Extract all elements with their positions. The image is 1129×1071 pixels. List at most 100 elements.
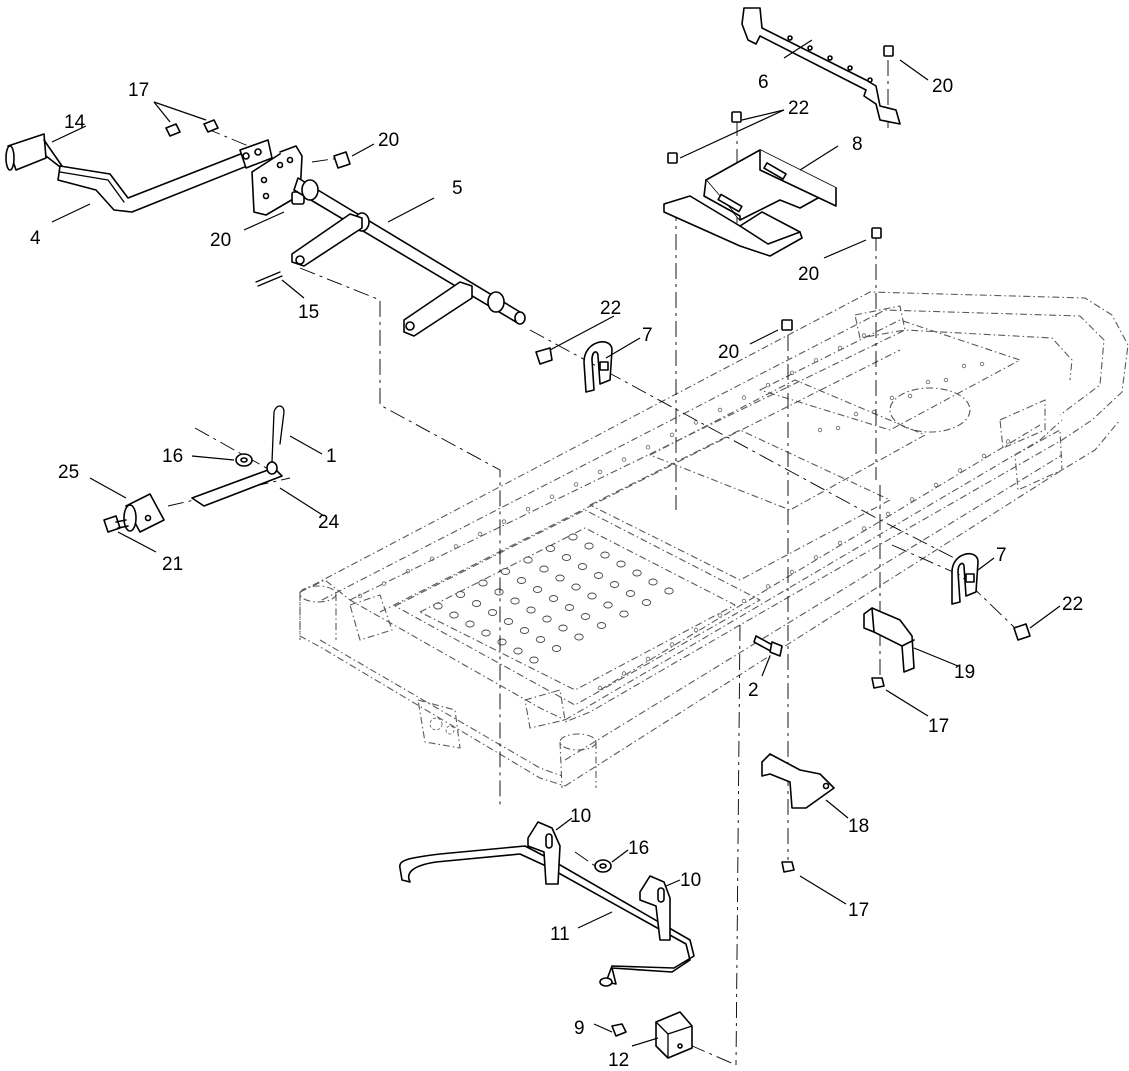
callout-15: 15 (298, 302, 319, 323)
frame-hole (837, 540, 843, 546)
callout-7-a: 7 (642, 325, 653, 346)
footrest-hole (542, 615, 552, 623)
frame-hole (765, 383, 771, 388)
frame-hole (741, 395, 747, 400)
frame-hole (925, 379, 931, 385)
callout-22-c: 22 (1062, 594, 1083, 615)
part-1-pin (271, 405, 285, 463)
footrest-hole (478, 579, 488, 587)
frame-hole (429, 556, 435, 561)
callout-25: 25 (58, 462, 79, 483)
nut-9 (611, 1023, 627, 1037)
frame-hole (693, 627, 699, 633)
callout-10-b: 10 (680, 870, 701, 891)
frame-hole (957, 468, 963, 473)
alignment-lines (167, 60, 1016, 1066)
callout-17-b: 17 (928, 716, 949, 737)
footrest-hole (587, 592, 597, 600)
frame-hole (979, 361, 985, 367)
frame-hole (669, 642, 675, 647)
footrest-hole (551, 645, 562, 652)
nut-17-b (203, 119, 219, 133)
footrest-hole (664, 587, 674, 595)
part-7-right (951, 552, 979, 605)
footrest-hole (433, 602, 443, 610)
frame-hole (477, 531, 483, 537)
footrest-hole (577, 563, 588, 570)
callout-22-a: 22 (788, 98, 809, 119)
footrest-hole (564, 604, 575, 611)
footrest-hole (487, 609, 498, 616)
part-19-bracket (863, 607, 915, 673)
footrest-hole (503, 618, 514, 625)
part-12-knob (655, 1011, 693, 1059)
frame-phantom (299, 291, 1129, 789)
callout-20-a: 20 (210, 230, 231, 251)
part-24-rod (191, 461, 283, 507)
callout-2: 2 (748, 680, 759, 701)
frame-hole (597, 469, 603, 475)
nut-17-d (781, 861, 795, 873)
footrest-hole (555, 574, 565, 582)
footrest-hole (523, 556, 533, 564)
bolt-20-b (883, 45, 894, 57)
footrest-hole (625, 590, 636, 597)
part-4-lever (57, 139, 273, 213)
part-10-plates (527, 821, 671, 941)
footrest-hole (535, 636, 546, 643)
footrest-hole (568, 533, 578, 541)
part-10-b (639, 875, 671, 941)
footrest-hole (494, 588, 504, 596)
frame-hole (717, 407, 723, 413)
nut-17-c (871, 677, 885, 689)
frame-hole (817, 427, 823, 433)
part-pivot-bracket (251, 145, 305, 216)
footrest-hole (529, 656, 539, 664)
part-7-left (583, 341, 613, 393)
frame-hole (943, 377, 949, 383)
footrest-hole (471, 600, 482, 607)
footrest-hole (481, 629, 491, 637)
footrest-hole (497, 638, 507, 646)
frame-hole (621, 457, 627, 462)
callout-14: 14 (64, 112, 86, 133)
callout-17-a: 17 (128, 80, 149, 101)
frame-hole (765, 584, 771, 589)
footrest-hole (558, 624, 568, 632)
frame-hole (1005, 439, 1011, 444)
callout-4: 4 (30, 228, 41, 249)
frame-hole (933, 482, 939, 488)
frame-hole (981, 453, 987, 459)
footrest-hole (455, 591, 466, 598)
callout-20-e: 20 (718, 342, 739, 363)
frame-hole (645, 656, 651, 662)
footrest-hole (510, 597, 520, 605)
callout-20-c: 20 (932, 76, 953, 97)
callout-16-b: 16 (628, 838, 649, 859)
footrest-hole (548, 595, 559, 602)
callout-8: 8 (852, 134, 863, 155)
bolt-22-b1 (667, 152, 678, 164)
frame-mounting-holes (357, 333, 1011, 691)
bolt-20-d (781, 319, 793, 331)
callout-18: 18 (848, 816, 869, 837)
frame-hole (889, 395, 895, 401)
frame-hole (717, 613, 723, 618)
footrest-hole (580, 613, 591, 620)
footrest-hole (603, 601, 613, 609)
callout-11: 11 (550, 924, 570, 945)
frame-hole (813, 555, 819, 560)
footrest-hole (596, 622, 607, 629)
frame-hole (621, 671, 627, 676)
footrest-hole (513, 647, 523, 655)
footrest-hole (526, 606, 536, 614)
footrest-hole (516, 577, 527, 584)
frame-hole (645, 445, 651, 450)
leader-lines (51, 39, 1061, 1047)
footrest-hole (545, 545, 556, 552)
footrest-hole (593, 572, 604, 579)
callout-5: 5 (452, 178, 463, 199)
footrest-hole (465, 620, 475, 628)
frame-hole (549, 494, 555, 499)
